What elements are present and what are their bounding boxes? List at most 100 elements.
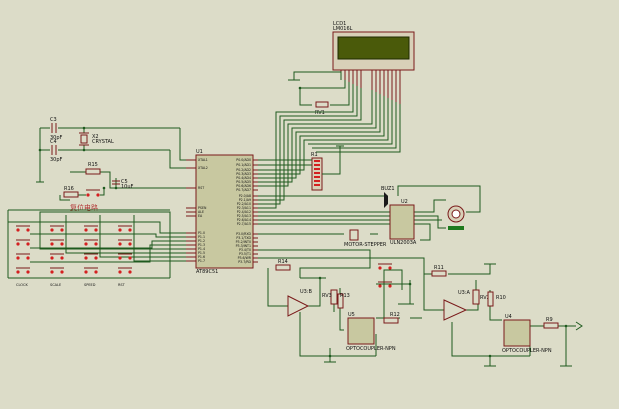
resistor-r15[interactable]: R15 <box>85 162 101 175</box>
c3-ref: C3 <box>50 117 57 123</box>
driver-u2[interactable]: U2 ULN2003A <box>389 199 417 246</box>
resistor-r14[interactable]: R14 <box>275 259 291 271</box>
u1-pin-label: EA <box>198 214 203 218</box>
u3a-ref: U3:A <box>458 290 471 296</box>
key-button[interactable] <box>16 239 30 246</box>
key-label: SCALE <box>50 283 61 287</box>
key-button[interactable] <box>84 267 98 274</box>
u1-pin-label: P2.0/A8 <box>239 194 251 198</box>
mcu-u1[interactable]: U1 AT89C51 XTAL1 XT <box>186 149 258 275</box>
key-label: RST <box>118 283 126 287</box>
resistor-r16[interactable]: R16 <box>63 186 79 198</box>
key-button[interactable] <box>50 239 64 246</box>
crystal-x2[interactable]: X2 CRYSTAL <box>79 132 114 146</box>
x2-model: CRYSTAL <box>92 139 114 145</box>
r12-ref: R12 <box>390 312 400 318</box>
u1-pin-label: P0.3/AD3 <box>236 172 251 176</box>
optocoupler-u4[interactable]: U4 OPTOCOUPLER-NPN <box>502 314 552 354</box>
u1-pin-label: P0.6/AD6 <box>236 184 251 188</box>
key-button[interactable] <box>118 267 132 274</box>
u1-pin-label: P2.7/A15 <box>237 222 251 226</box>
resistor-r13[interactable]: R13 <box>337 293 350 309</box>
capacitor-c3[interactable]: C3 30pF <box>50 117 63 141</box>
r10-ref: R10 <box>496 295 506 301</box>
u1-pin-label: P3.2/INT0 <box>236 240 251 244</box>
output-arrow-icon <box>575 321 583 331</box>
c4-ref: C4 <box>50 139 57 145</box>
capacitor-c5[interactable]: C5 10uF <box>112 179 134 190</box>
rv1-ref: RV1 <box>315 110 325 116</box>
r13-ref: R13 <box>340 293 350 299</box>
key-button[interactable] <box>118 239 132 246</box>
capacitor-c4[interactable]: C4 30pF <box>50 139 63 163</box>
u1-ref: U1 <box>196 149 203 155</box>
key-button[interactable] <box>118 225 132 232</box>
r14-ref: R14 <box>278 259 288 265</box>
opamp-u3a[interactable]: U3:A <box>443 290 471 321</box>
u1-pin-label: PSEN <box>198 206 207 210</box>
pot-rv3[interactable]: RV3 <box>322 289 338 305</box>
buzzer-buz1[interactable]: BUZ1 <box>381 186 395 208</box>
resistor-r12[interactable]: R12 <box>383 312 400 324</box>
sensor-switch-2[interactable] <box>378 281 392 288</box>
c5-value: 10uF <box>121 184 134 190</box>
reset-button[interactable] <box>86 189 100 197</box>
u4-model: OPTOCOUPLER-NPN <box>502 348 552 354</box>
key-button[interactable] <box>50 267 64 274</box>
lcd-power-wires <box>288 71 350 106</box>
key-button[interactable] <box>50 253 64 260</box>
key-label: SPEED <box>84 283 96 287</box>
opamp-u3b[interactable]: U3:B <box>287 289 313 317</box>
key-label: CLOCK <box>16 283 28 287</box>
key-button[interactable] <box>84 225 98 232</box>
resistor-network-r1[interactable]: R1 <box>311 152 323 191</box>
keypad-matrix[interactable] <box>16 225 132 274</box>
rv1-contrast-pot[interactable]: RV1 <box>315 101 329 116</box>
pot-rv2[interactable]: RV2 <box>472 289 490 305</box>
u1-pin-label: P0.1/AD1 <box>236 163 251 167</box>
key-button[interactable] <box>50 225 64 232</box>
c5-ref: C5 <box>121 179 128 185</box>
r11-ref: R11 <box>434 265 444 271</box>
u1-pin-label: P1.1 <box>198 235 205 239</box>
r16-ref: R16 <box>64 186 74 192</box>
channel1-wires <box>258 249 422 363</box>
lcd-module[interactable]: LCD1 LM016L <box>332 21 415 104</box>
u1-pin-label: P1.6 <box>198 255 205 259</box>
transistor-switch[interactable]: MOTOR-STEPPER <box>344 229 387 248</box>
u1-pin-label: XTAL2 <box>198 166 208 170</box>
u5-ref: U5 <box>348 312 355 318</box>
u1-pin-label: P2.1/A9 <box>239 198 251 202</box>
u1-pin-label: P3.1/TXD <box>236 236 251 240</box>
resistor-r11[interactable]: R11 <box>431 265 447 277</box>
u1-pin-label: P1.0 <box>198 231 205 235</box>
sensor-switch-1[interactable] <box>378 263 392 270</box>
u1-pin-label: P3.7/RD <box>238 260 251 264</box>
stepper-motor[interactable] <box>447 205 465 230</box>
r15-ref: R15 <box>88 162 98 168</box>
optocoupler-u5[interactable]: U5 OPTOCOUPLER-NPN <box>346 312 396 352</box>
keypad-wires <box>7 209 186 279</box>
key-button[interactable] <box>16 253 30 260</box>
u1-pin-label: P2.6/A14 <box>237 218 251 222</box>
lcd-data-bus <box>258 84 401 209</box>
key-button[interactable] <box>84 239 98 246</box>
wire-junctions <box>38 86 568 358</box>
lcd-model: LM016L <box>333 26 353 32</box>
u1-pin-label: P1.3 <box>198 243 205 247</box>
x2-ref: X2 <box>92 134 99 140</box>
resistor-r9[interactable]: R9 <box>543 317 559 329</box>
key-button[interactable] <box>118 253 132 260</box>
u1-pin-label: P3.6/WR <box>238 256 252 260</box>
key-button[interactable] <box>16 267 30 274</box>
u1-pin-label: P2.4/A12 <box>237 210 251 214</box>
r1-ref: R1 <box>311 152 318 158</box>
key-button[interactable] <box>16 225 30 232</box>
c4-value: 30pF <box>50 157 63 163</box>
resistor-r10[interactable]: R10 <box>487 291 506 307</box>
u1-pin-label: P1.5 <box>198 251 205 255</box>
u4-ref: U4 <box>505 314 512 320</box>
u2-model: ULN2003A <box>390 240 417 246</box>
key-button[interactable] <box>84 253 98 260</box>
